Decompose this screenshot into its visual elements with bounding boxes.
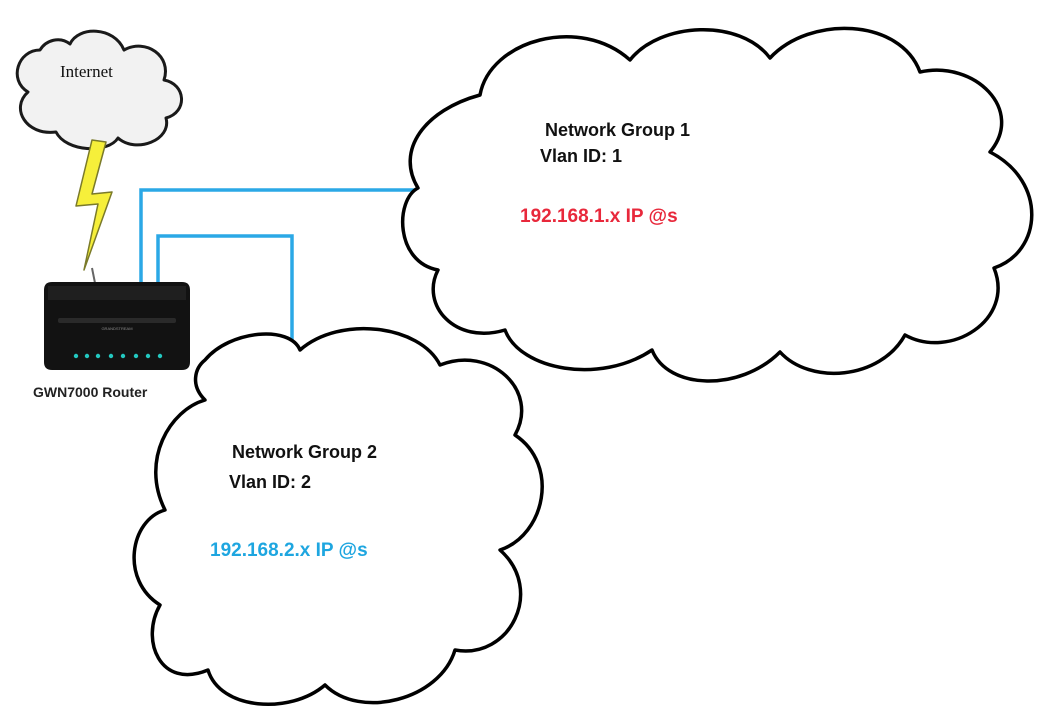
- router-device: GRANDSTREAM: [44, 282, 190, 370]
- router-status-leds: [73, 353, 163, 359]
- network-group-2-ip-range: 192.168.2.x IP @s: [210, 540, 368, 561]
- router-label: GWN7000 Router: [33, 384, 148, 400]
- network-group-1-ip-range: 192.168.1.x IP @s: [520, 206, 678, 227]
- internet-label: Internet: [60, 62, 113, 81]
- router-brand-text: GRANDSTREAM: [101, 326, 132, 331]
- network-group-1-vlan: Vlan ID: 1: [540, 146, 623, 166]
- network-group-2-cloud: [132, 326, 544, 706]
- network-group-1-title: Network Group 1: [545, 120, 691, 140]
- internet-cloud: [15, 29, 183, 151]
- lightning-bolt-icon: [75, 139, 113, 271]
- link-to-network-group-1: [139, 188, 418, 290]
- network-group-2-vlan: Vlan ID: 2: [229, 472, 312, 492]
- ethernet-links: [139, 188, 418, 350]
- network-group-1-cloud: [400, 26, 1034, 383]
- network-group-2-title: Network Group 2: [232, 442, 378, 462]
- link-to-network-group-2: [156, 234, 294, 350]
